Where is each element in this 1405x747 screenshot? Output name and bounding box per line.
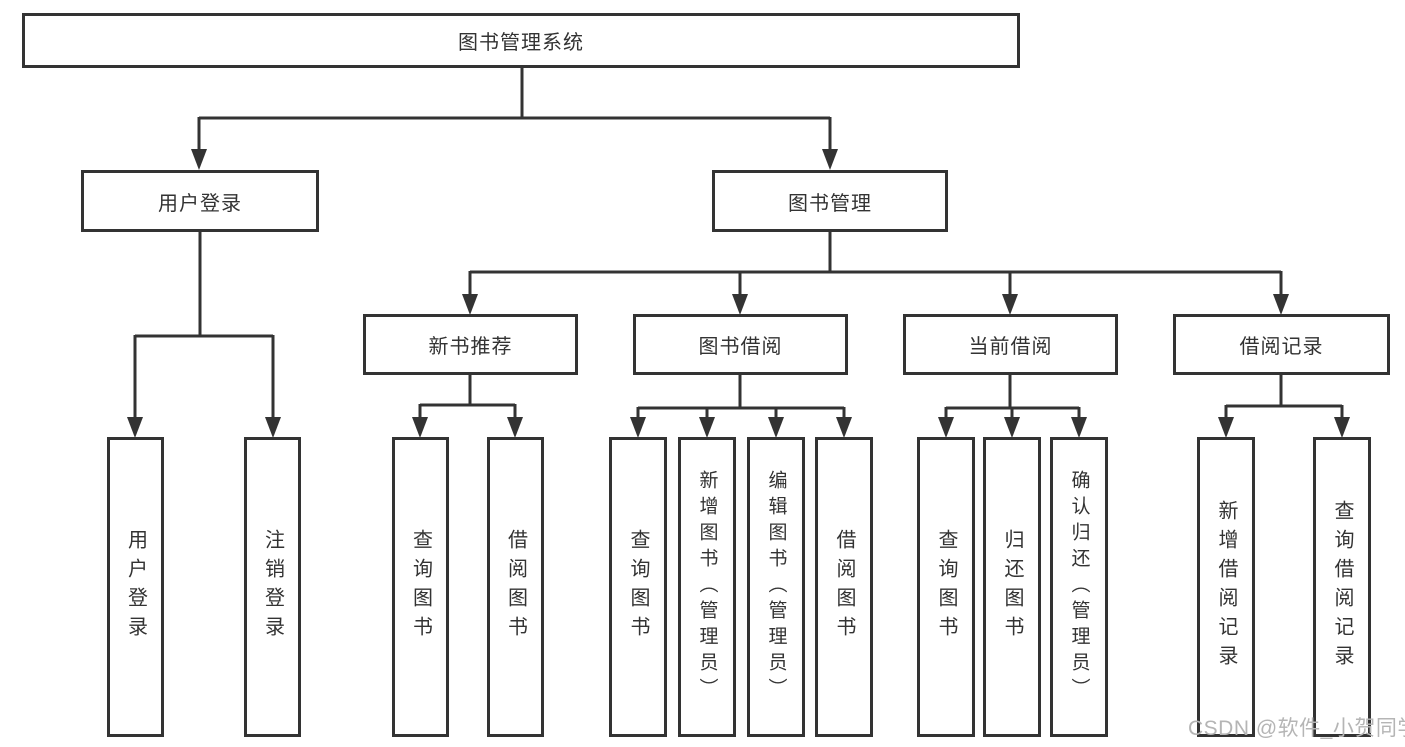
connector-user-login [133, 232, 275, 418]
arrowheads-level3 [462, 294, 1289, 315]
leaf-query-book-current: 查询图书 [917, 437, 975, 737]
node-current-borrowing-label: 当前借阅 [968, 336, 1053, 358]
leaf-borrow-book-recommend-label: 借阅图书 [504, 529, 527, 645]
node-borrowing-records: 借阅记录 [1173, 314, 1390, 375]
node-book-borrowing-label: 图书借阅 [698, 336, 783, 358]
arrowheads-new-book [412, 417, 523, 438]
connector-borrowing-records [1224, 375, 1344, 418]
connector-new-book [418, 375, 517, 418]
leaf-logout: 注销登录 [244, 437, 301, 737]
arrowheads-borrowing-records [1218, 417, 1350, 438]
leaf-query-book-recommend-label: 查询图书 [409, 529, 432, 645]
arrowheads-level2 [191, 149, 838, 170]
leaf-return-book: 归还图书 [983, 437, 1041, 737]
leaf-borrow-book-borrowing-label: 借阅图书 [833, 529, 855, 645]
connector-root [197, 68, 832, 150]
leaf-return-book-label: 归还图书 [1001, 529, 1023, 645]
leaf-add-borrow-record: 新增借阅记录 [1197, 437, 1255, 737]
leaf-add-book-admin-label: 新增图书（管理员） [696, 470, 718, 704]
arrowheads-book-borrowing [630, 417, 852, 438]
node-root-label: 图书管理系统 [458, 32, 584, 54]
node-new-book-recommend: 新书推荐 [363, 314, 578, 375]
leaf-confirm-return-admin: 确认归还（管理员） [1050, 437, 1108, 737]
csdn-watermark: CSDN @软件_小贺同学 [1188, 717, 1405, 740]
node-user-login: 用户登录 [81, 170, 319, 232]
node-new-book-recommend-label: 新书推荐 [428, 336, 513, 358]
node-current-borrowing: 当前借阅 [903, 314, 1118, 375]
leaf-user-login: 用户登录 [107, 437, 164, 737]
leaf-add-book-admin: 新增图书（管理员） [678, 437, 736, 737]
connector-current-borrowing [944, 375, 1081, 418]
node-root-system: 图书管理系统 [22, 13, 1020, 68]
leaf-query-book-recommend: 查询图书 [392, 437, 449, 737]
node-book-borrowing: 图书借阅 [633, 314, 848, 375]
leaf-user-login-label: 用户登录 [124, 529, 147, 645]
leaf-add-borrow-record-label: 新增借阅记录 [1215, 500, 1237, 674]
leaf-query-book-borrowing: 查询图书 [609, 437, 667, 737]
leaf-edit-book-admin-label: 编辑图书（管理员） [765, 470, 787, 704]
leaf-confirm-return-admin-label: 确认归还（管理员） [1068, 470, 1090, 704]
node-book-management: 图书管理 [712, 170, 948, 232]
node-book-management-label: 图书管理 [788, 192, 872, 215]
connector-book-management [468, 232, 1283, 295]
leaf-logout-label: 注销登录 [261, 529, 284, 645]
leaf-borrow-book-borrowing: 借阅图书 [815, 437, 873, 737]
arrowheads-current-borrowing [938, 417, 1087, 438]
arrowheads-user-login [127, 417, 281, 438]
leaf-query-book-current-label: 查询图书 [935, 529, 957, 645]
node-borrowing-records-label: 借阅记录 [1239, 336, 1324, 358]
leaf-query-borrow-record-label: 查询借阅记录 [1331, 500, 1353, 674]
connector-book-borrowing [636, 375, 846, 418]
leaf-edit-book-admin: 编辑图书（管理员） [747, 437, 805, 737]
leaf-query-borrow-record: 查询借阅记录 [1313, 437, 1371, 737]
node-user-login-label: 用户登录 [158, 192, 242, 215]
leaf-borrow-book-recommend: 借阅图书 [487, 437, 544, 737]
leaf-query-book-borrowing-label: 查询图书 [627, 529, 649, 645]
